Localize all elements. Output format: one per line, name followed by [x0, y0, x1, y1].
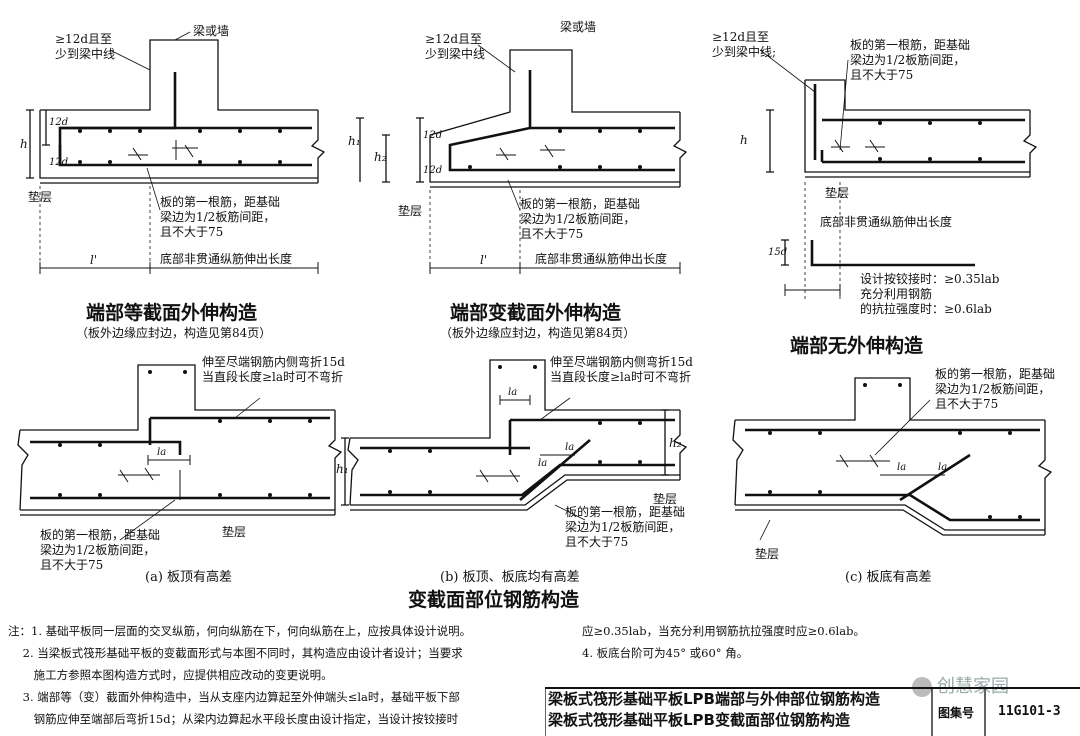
dc-dim-la-b: la: [938, 462, 948, 473]
db-bend-label: 伸至尽端钢筋内侧弯折15d 当直段长度≥la时可不弯折: [550, 355, 693, 384]
d3-dim-h: h: [740, 133, 748, 147]
dc-first-bar-label: 板的第一根筋，距基础 梁边为1/2板筋间距， 且不大于75: [935, 367, 1056, 411]
rebar-dots: [58, 121, 1022, 519]
db-cushion-label: 垫层: [653, 492, 678, 506]
title-block: [545, 687, 1080, 736]
title-block-title: 梁板式筏形基础平板LPB端部与外伸部位钢筋构造 梁板式筏形基础平板LPB变截面部…: [548, 690, 880, 729]
da-caption: (a) 板顶有高差: [145, 570, 233, 585]
db-dim-h2: h₂: [669, 436, 682, 450]
d1-bottom-ext-label: 底部非贯通纵筋伸出长度: [160, 252, 293, 266]
d2-dim-h2: h₂: [374, 150, 387, 164]
d1-subtitle: （板外边缘应封边，构造见第84页）: [76, 326, 272, 340]
db-dim-la-mid: la: [565, 442, 575, 453]
dc-dim-la-a: la: [897, 462, 907, 473]
d2-title: 端部变截面外伸构造: [450, 302, 622, 324]
diagram1-drawing: [26, 31, 326, 274]
d3-first-bar-label: 板的第一根筋，距基础 梁边为1/2板筋间距， 且不大于75: [850, 38, 971, 82]
d2-dim-l: l': [480, 253, 488, 267]
d1-first-bar-label: 板的第一根筋，距基础 梁边为1/2板筋间距， 且不大于75: [160, 195, 281, 239]
d1-dim-h: h: [20, 137, 28, 151]
dc-cushion-label: 垫层: [755, 547, 780, 561]
d2-bottom-ext-label: 底部非贯通纵筋伸出长度: [535, 252, 668, 266]
section-title: 变截面部位钢筋构造: [408, 589, 580, 611]
d2-dim-h1: h₁: [348, 134, 361, 148]
d2-first-bar-label: 板的第一根筋，距基础 梁边为1/2板筋间距， 且不大于75: [520, 197, 641, 241]
d1-dim-12d-a: 12d: [49, 117, 69, 128]
d3-design-label: 设计按铰接时：≥0.35lab 充分利用钢筋 的抗拉强度时：≥0.6lab: [860, 272, 1000, 316]
d3-title: 端部无外伸构造: [790, 335, 924, 357]
da-first-bar-label: 板的第一根筋，距基础 梁边为1/2板筋间距， 且不大于75: [40, 528, 161, 572]
d3-anchor-label: ≥12d且至 少到梁中线;: [712, 30, 777, 59]
d2-beam-wall-label: 梁或墙: [560, 20, 597, 34]
diagram2-drawing: [356, 44, 688, 274]
d1-beam-wall-label: 梁或墙: [193, 24, 230, 38]
dc-caption: (c) 板底有高差: [845, 570, 932, 585]
db-caption: (b) 板顶、板底均有高差: [440, 570, 580, 585]
d3-dim-15d: 15d: [768, 247, 788, 258]
notes-left: 注：1. 基础平板同一层面的交叉纵筋，何向纵筋在下，何向纵筋在上，应按具体设计说…: [8, 624, 472, 726]
watermark-text: 创慧家园: [937, 676, 1009, 697]
d1-title: 端部等截面外伸构造: [86, 302, 258, 324]
db-dim-h1: h₁: [336, 462, 349, 476]
d2-dim-12d-a: 12d: [423, 130, 443, 141]
diagram-b-drawing: [341, 359, 688, 521]
title-block-frame: [545, 689, 986, 736]
da-bend-label: 伸至尽端钢筋内侧弯折15d 当直段长度≥la时可不弯折: [202, 355, 345, 384]
watermark: 创慧家园: [912, 672, 1009, 698]
d1-dim-l: l': [90, 253, 98, 267]
atlas-number: 11G101-3: [998, 704, 1061, 719]
d2-dim-12d-b: 12d: [423, 165, 443, 176]
d1-anchor-label: ≥12d且至 少到梁中线: [55, 32, 116, 61]
d1-cushion-label: 垫层: [28, 190, 53, 204]
d1-dim-12d-b: 12d: [49, 157, 69, 168]
d3-bottom-ext-label: 底部非贯通纵筋伸出长度: [820, 215, 953, 229]
d2-anchor-label: ≥12d且至 少到梁中线: [425, 32, 486, 61]
da-dim-la: la: [157, 447, 167, 458]
notes-right: 应≥0.35lab，当充分利用钢筋抗拉强度时应≥0.6lab。 4. 板底台阶可…: [582, 624, 865, 660]
atlas-label: 图集号: [938, 706, 975, 720]
d2-cushion-label: 垫层: [398, 204, 423, 218]
db-dim-la-low: la: [538, 458, 548, 469]
db-dim-la-top: la: [508, 387, 518, 398]
diagram-c-drawing: [732, 377, 1053, 541]
da-cushion-label: 垫层: [222, 525, 247, 539]
diagram-a-drawing: [17, 364, 343, 541]
db-first-bar-label: 板的第一根筋，距基础 梁边为1/2板筋间距， 且不大于75: [565, 505, 686, 549]
d2-subtitle: （板外边缘应封边，构造见第84页）: [440, 326, 636, 340]
diagram3-drawing: [759, 49, 1038, 300]
d3-cushion-label: 垫层: [825, 186, 850, 200]
